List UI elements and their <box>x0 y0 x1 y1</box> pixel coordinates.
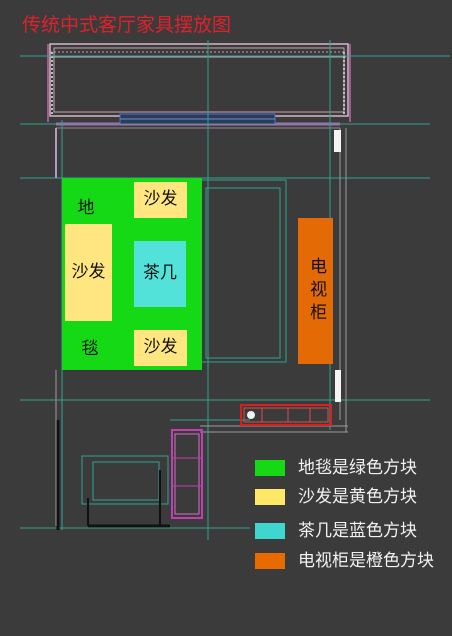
legend-label: 茶几是蓝色方块 <box>298 521 417 541</box>
tv-cabinet: 电视柜 <box>298 218 333 364</box>
orange-square-icon <box>255 553 285 569</box>
legend-label: 电视柜是橙色方块 <box>298 551 434 571</box>
legend-item-tea-table: 茶几是蓝色方块 <box>255 521 450 543</box>
cyan-square-icon <box>255 523 285 539</box>
sofa-top: 沙发 <box>134 182 187 218</box>
shelf-unit <box>171 429 203 519</box>
page-title: 传统中式客厅家具摆放图 <box>22 14 232 36</box>
legend-label: 沙发是黄色方块 <box>298 487 417 507</box>
legend-item-rug: 地毯是绿色方块 <box>255 458 450 480</box>
rug-label-bottom: 毯 <box>81 339 99 360</box>
yellow-square-icon <box>255 489 285 505</box>
sofa-bottom: 沙发 <box>134 330 187 366</box>
green-square-icon <box>255 460 285 476</box>
balcony-frame <box>47 43 351 122</box>
side-cabinet <box>240 404 332 426</box>
legend-item-sofa: 沙发是黄色方块 <box>255 487 450 509</box>
legend-label: 地毯是绿色方块 <box>298 458 417 478</box>
rug-label-top: 地 <box>77 198 95 219</box>
tea-table: 茶几 <box>134 241 186 307</box>
legend-item-tv-cabinet: 电视柜是橙色方块 <box>255 551 450 573</box>
sofa-left: 沙发 <box>65 224 112 321</box>
